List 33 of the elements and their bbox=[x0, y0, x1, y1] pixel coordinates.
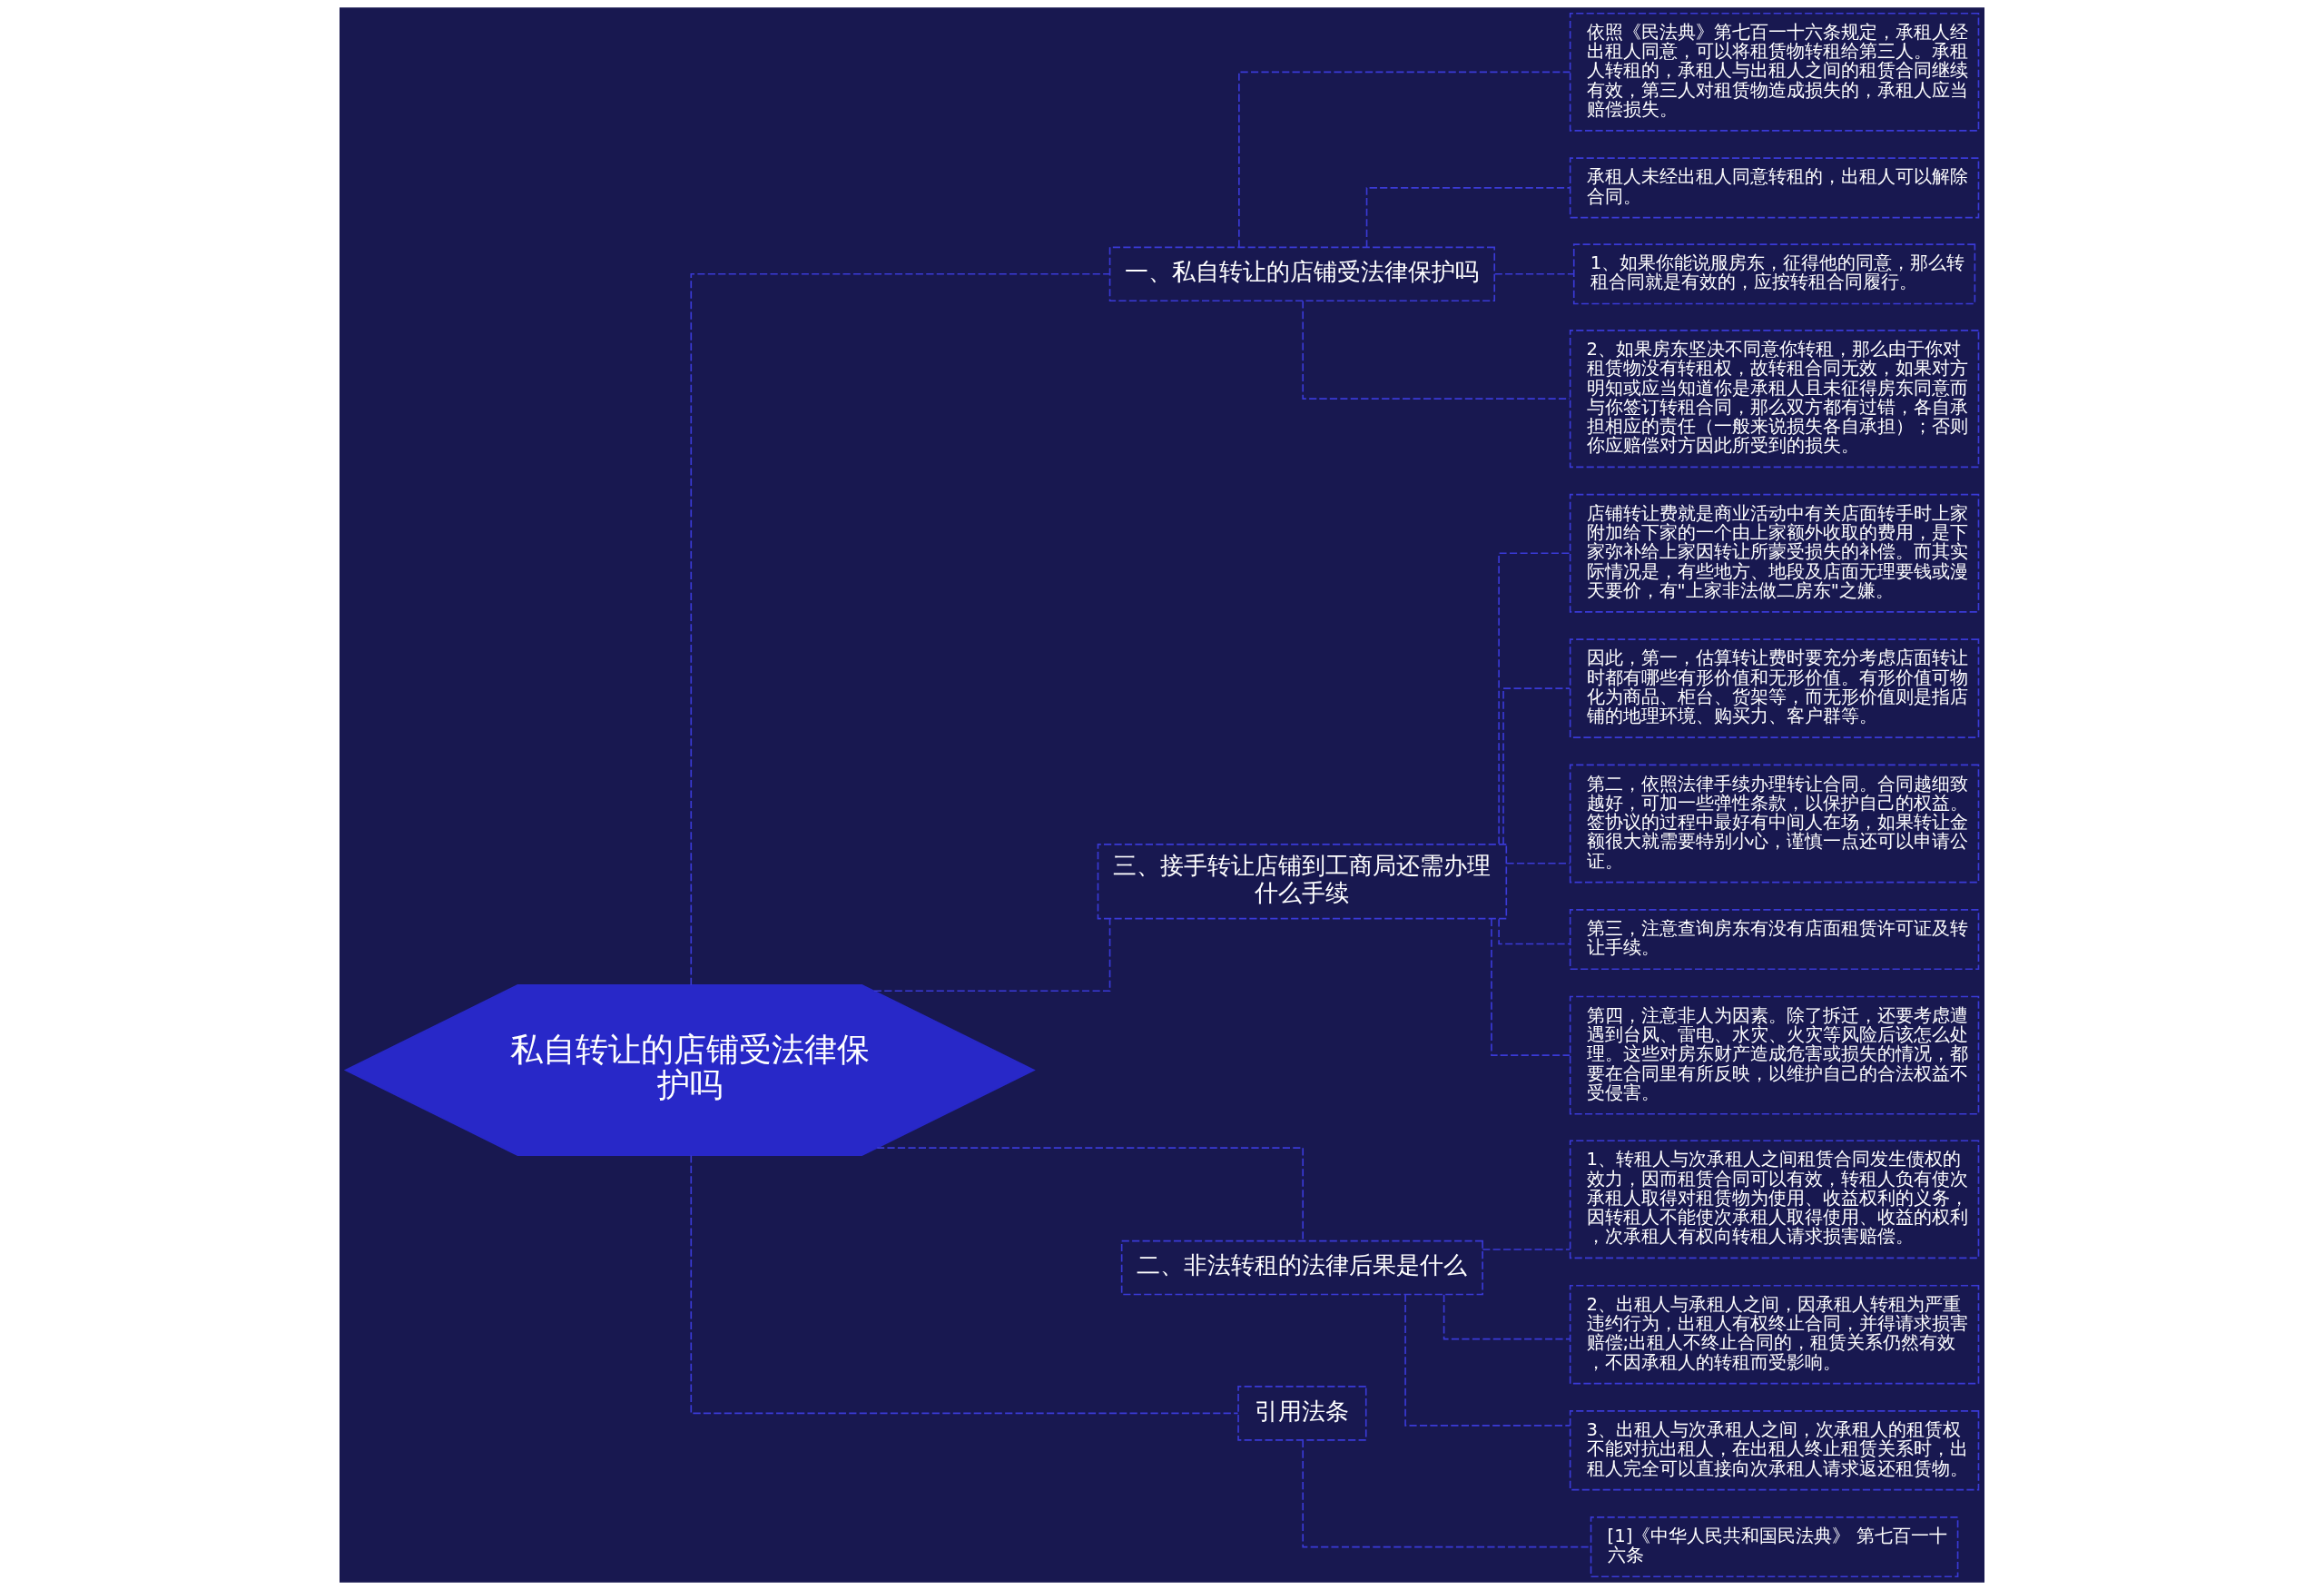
node-box: [1]《中华人民共和国民法典》 第七百一十六条 bbox=[1590, 1516, 1959, 1578]
connector bbox=[1498, 918, 1571, 945]
connector bbox=[1491, 918, 1571, 1056]
node-box: 一、私自转让的店铺受法律保护吗 bbox=[1108, 246, 1496, 302]
node-box: 因此，第一，估算转让费时要充分考虑店面转让时都有哪些有形价值和无形价值。有形价值可物化为商品、柜台、货架等，而无形价值则是指店铺的地理环境、购买力、客户群等。 bbox=[1569, 638, 1980, 738]
node-box: 2、如果房东坚决不同意你转租，那么由于你对租赁物没有转租权，故转租合同无效，如果对方明知或应当知道你是承租人且未征得房东同意而与你签订转租合同，那么双方都有过错，各自承担相应的责任（一般来说损失各自承担）；否则你应赔偿对方因此所受到的损失。 bbox=[1569, 330, 1980, 469]
connector bbox=[1498, 552, 1571, 845]
connector bbox=[1404, 1293, 1571, 1427]
node-box: 第四，注意非人为因素。除了拆迁，还要考虑遭遇到台风、雷电、水灾、火灾等风险后该怎么处理。这些对房东财产造成危害或损失的情况，都要在合同里有所反映，以维护自己的合法权益不受侵害。 bbox=[1569, 995, 1980, 1115]
node-box: 引用法条 bbox=[1237, 1386, 1367, 1441]
connector bbox=[1302, 300, 1571, 400]
connector bbox=[872, 918, 1111, 993]
node-box: 依照《民法典》第七百一十六条规定，承租人经出租人同意，可以将租赁物转租给第三人。承租人转租的，承租人与出租人之间的租赁合同继续有效，第三人对租赁物造成损失的，承租人应当赔偿损失。 bbox=[1569, 12, 1980, 132]
connector bbox=[876, 1147, 1305, 1241]
connector bbox=[1238, 71, 1571, 249]
node-box: 三、接手转让店铺到工商局还需办理什么手续 bbox=[1097, 844, 1508, 920]
node-box: 承租人未经出租人同意转租的，出租人可以解除合同。 bbox=[1569, 157, 1980, 219]
connector bbox=[1443, 1293, 1571, 1340]
connector bbox=[1365, 187, 1571, 249]
connector bbox=[1482, 1249, 1571, 1250]
connector bbox=[1505, 862, 1571, 864]
node-box: 第三，注意查询房东有没有店面租赁许可证及转让手续。 bbox=[1569, 909, 1980, 971]
node-box: 1、如果你能说服房东，征得他的同意，那么转租合同就是有效的，应按转租合同履行。 bbox=[1572, 243, 1976, 305]
connector bbox=[690, 272, 1111, 986]
node-box: 二、非法转租的法律后果是什么 bbox=[1120, 1239, 1483, 1296]
node-box: 1、转租人与次承租人之间租赁合同发生债权的效力，因而租赁合同可以有效，转租人负有使次承租人取得对租赁物为使用、收益权利的义务，因转租人不能使次承租人取得使用、收益的权利，次承租人有权向转租人请求损害赔偿。 bbox=[1569, 1140, 1980, 1259]
connector bbox=[1493, 272, 1575, 275]
node-box: 3、出租人与次承租人之间，次承租人的租赁权不能对抗出租人，在出租人终止租赁关系时，出租人完全可以直接向次承租人请求返还租赁物。 bbox=[1569, 1410, 1980, 1491]
node-box: 2、出租人与承租人之间，因承租人转租为严重违约行为，出租人有权终止合同，并得请求损害赔偿;出租人不终止合同的，租赁关系仍然有效，不因承租人的转租而受影响。 bbox=[1569, 1284, 1980, 1385]
connector bbox=[1502, 687, 1571, 845]
connector bbox=[690, 1154, 1239, 1415]
node-box: 第二，依照法律手续办理转让合同。合同越细致越好，可加一些弹性条款，以保护自己的权益。签协议的过程中最好有中间人在场，如果转让金额很大就需要特别小心，谨慎一点还可以申请公证。 bbox=[1569, 764, 1980, 884]
node-box: 店铺转让费就是商业活动中有关店面转手时上家附加给下家的一个由上家额外收取的费用，是下家弥补给上家因转让所蒙受损失的补偿。而其实际情况是，有些地方、地段及店面无理要钱或漫天要价，有"上家非法做二房东"之嫌。 bbox=[1569, 493, 1980, 613]
